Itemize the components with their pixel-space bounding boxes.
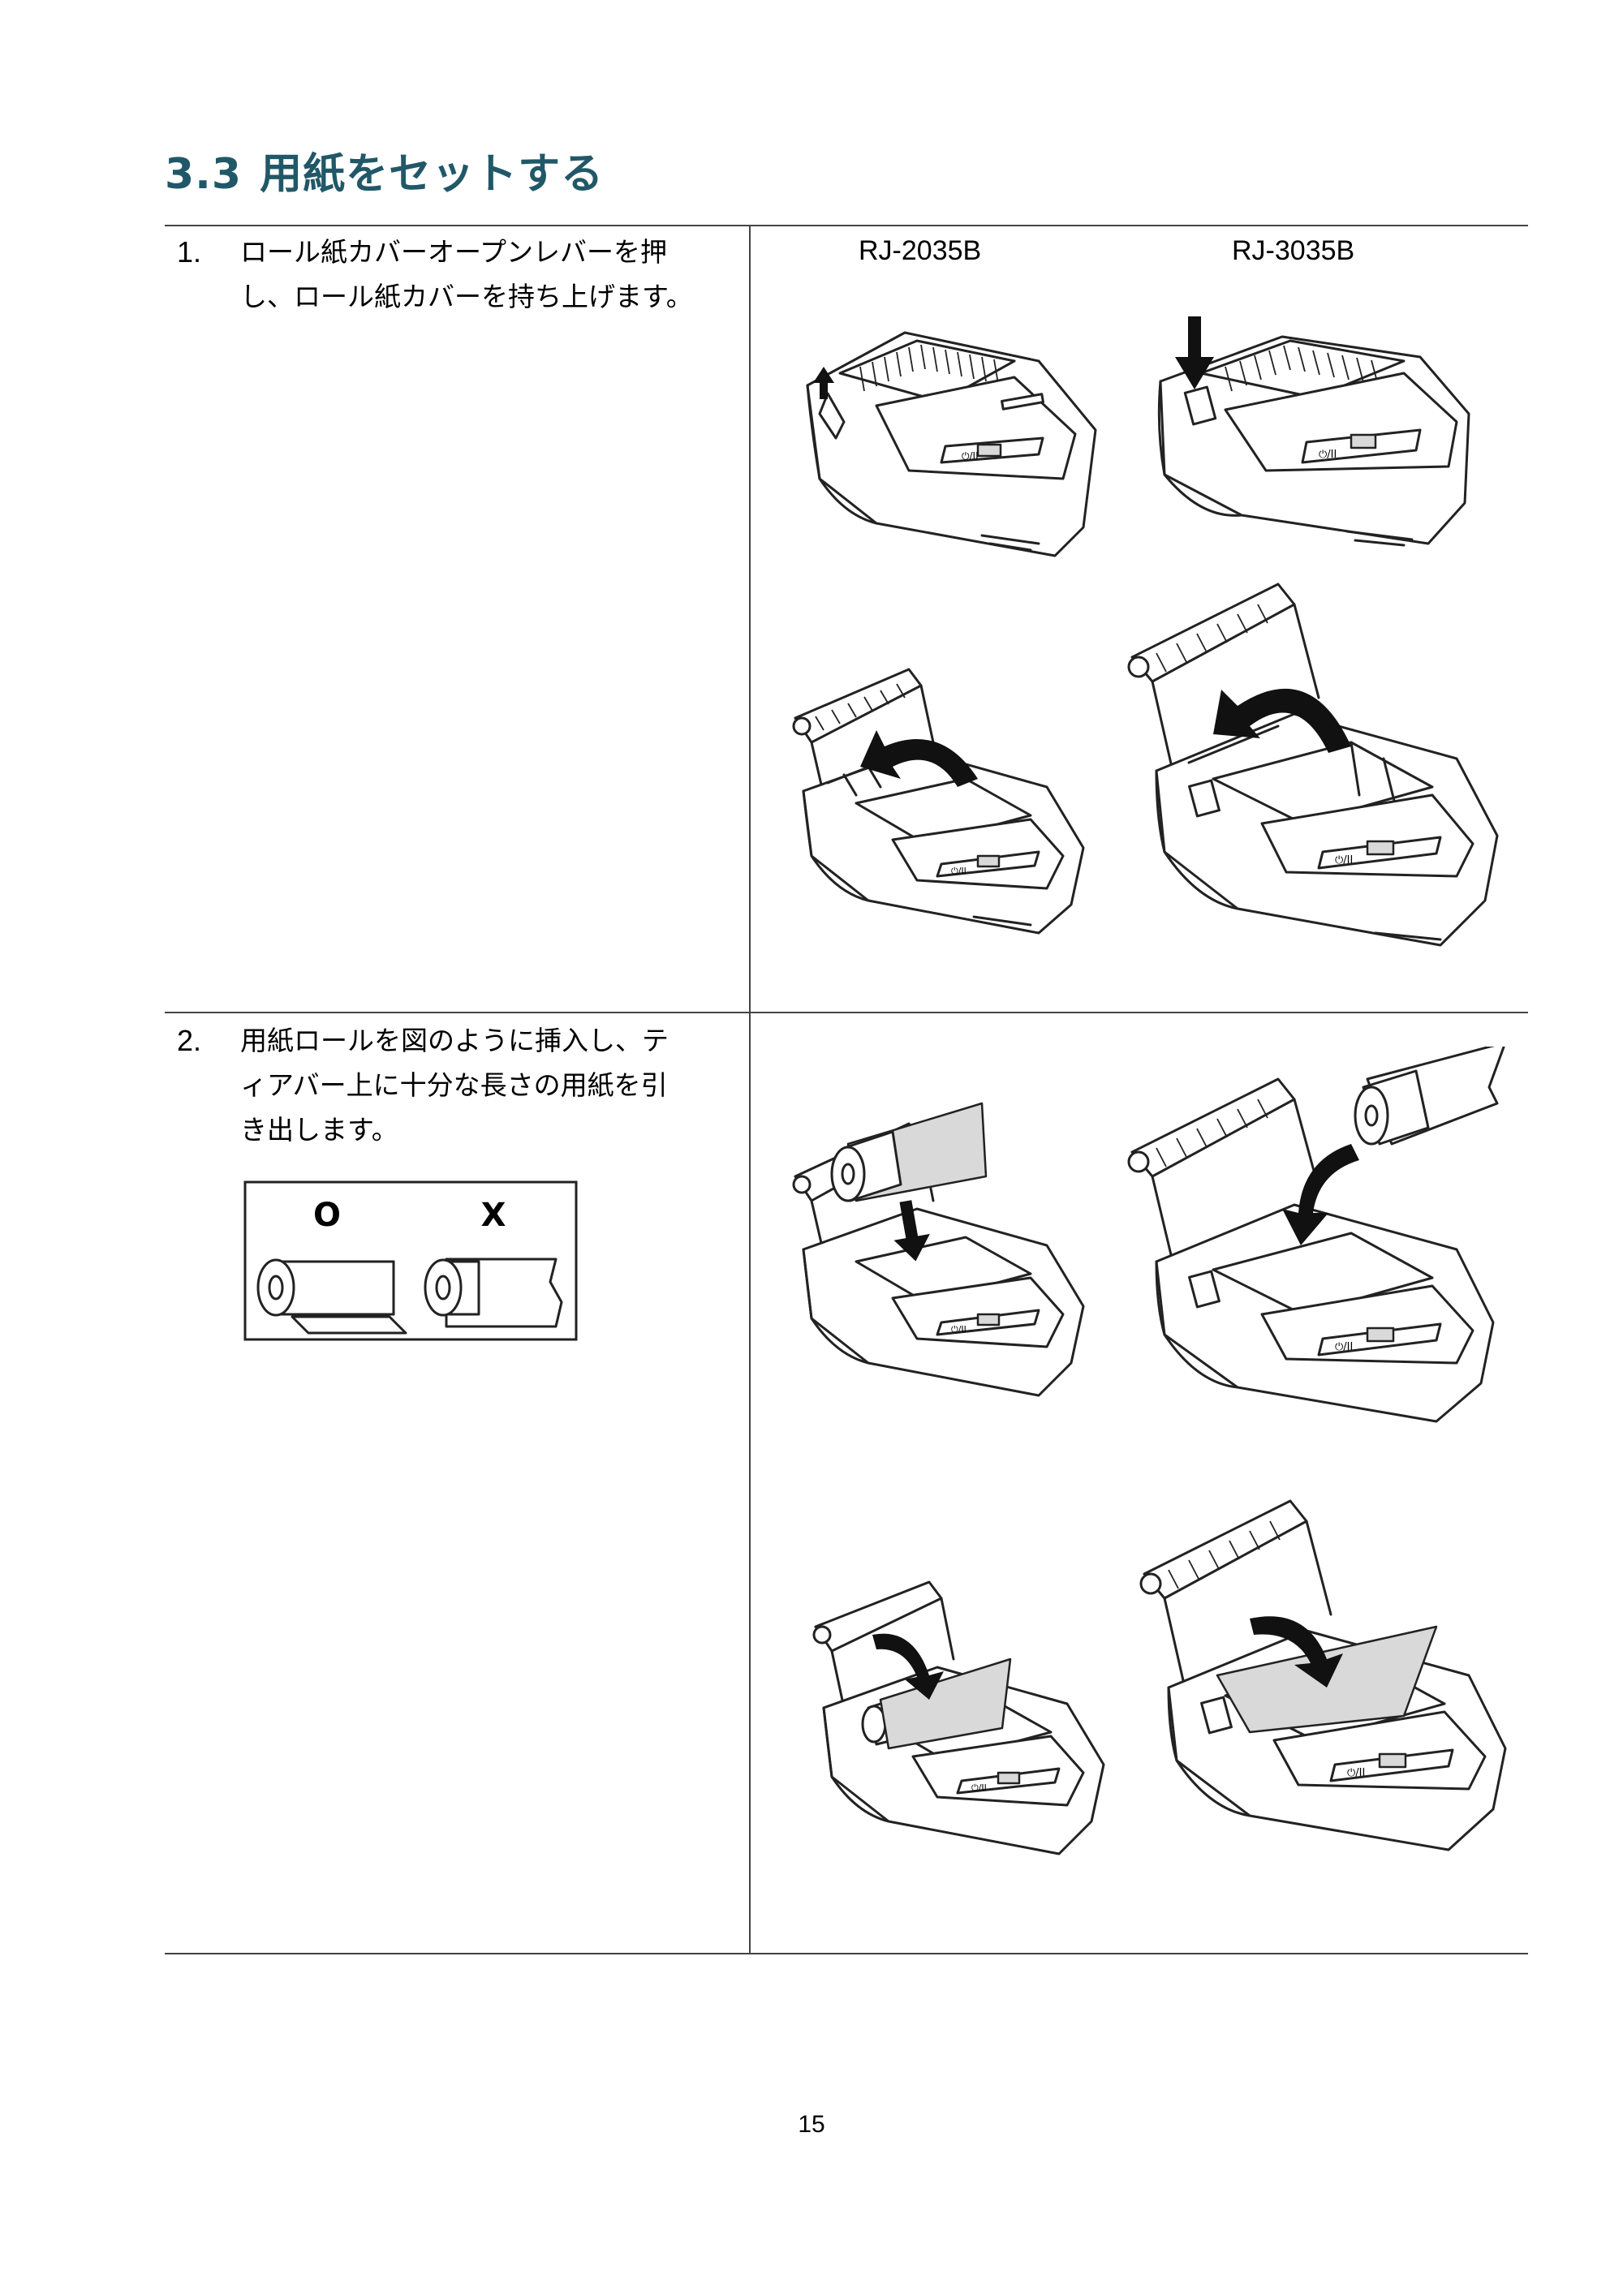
cover-lift-arrow-large bbox=[1213, 688, 1351, 753]
rj2035b-closed-power-label: ⏻/II bbox=[962, 450, 979, 462]
model-label-rj3035b: RJ-3035B bbox=[1232, 235, 1355, 266]
rj3035b-closed-illustration: ⏻/II bbox=[1157, 316, 1470, 547]
step-2-text: 用紙ロールを図のように挿入し、テ ィアバー上に十分な長さの用紙を引 き出します。 bbox=[240, 1018, 743, 1152]
step-2: 2. 用紙ロールを図のように挿入し、テ ィアバー上に十分な長さの用紙を引 き出し… bbox=[177, 1018, 745, 1156]
paper-orientation-guide: O X bbox=[243, 1180, 578, 1341]
wrong-orientation-mark: X bbox=[481, 1197, 506, 1234]
lever-press-arrow bbox=[813, 367, 834, 399]
table-top-border bbox=[165, 225, 1528, 226]
paper-pull-arrow bbox=[872, 1633, 944, 1700]
section-heading: 3.3 用紙をセットする bbox=[165, 140, 604, 200]
rj2035b-paper-pulled-illustration: ⏻/II bbox=[812, 1580, 1105, 1855]
rj2035b-roll-power-label: ⏻/II bbox=[951, 1324, 966, 1335]
step-1-number: 1. bbox=[177, 235, 202, 269]
rj3035b-paper-power-label: ⏻/II bbox=[1347, 1767, 1365, 1779]
step-2-line-3: き出します。 bbox=[240, 1114, 398, 1146]
rj3035b-paper-pulled-illustration: ⏻/II bbox=[1139, 1499, 1507, 1851]
paper-pull-arrow-large bbox=[1250, 1616, 1343, 1688]
section-number: 3.3 bbox=[165, 150, 243, 199]
step-2-line-1: 用紙ロールを図のように挿入し、テ bbox=[240, 1025, 669, 1056]
step-1: 1. ロール紙カバーオープンレバーを押 し、ロール紙カバーを持ち上げます。 bbox=[177, 230, 745, 327]
step-1-line-1: ロール紙カバーオープンレバーを押 bbox=[240, 236, 668, 268]
table-column-divider bbox=[749, 225, 751, 1954]
rj3035b-open-power-label: ⏻/II bbox=[1335, 854, 1353, 866]
rj3035b-closed-power-label: ⏻/II bbox=[1319, 449, 1337, 461]
rj2035b-roll-insert-illustration: ⏻/II bbox=[792, 1102, 1085, 1397]
rj3035b-open-illustration: ⏻/II bbox=[1127, 583, 1499, 947]
section-title: 用紙をセットする bbox=[260, 150, 605, 199]
cover-lift-arrow bbox=[860, 730, 978, 787]
wrong-roll-icon bbox=[424, 1258, 563, 1328]
table-row-divider bbox=[165, 1012, 1528, 1013]
correct-roll-icon bbox=[256, 1258, 407, 1335]
roll-insert-arrow-large bbox=[1282, 1144, 1359, 1245]
step-2-line-2: ィアバー上に十分な長さの用紙を引 bbox=[240, 1069, 668, 1101]
rj3035b-roll-power-label: ⏻/II bbox=[1335, 1341, 1353, 1353]
lever-press-arrow-large bbox=[1175, 316, 1214, 389]
rj2035b-open-power-label: ⏻/II bbox=[951, 866, 966, 876]
rj2035b-paper-power-label: ⏻/II bbox=[971, 1782, 987, 1793]
table-bottom-border bbox=[165, 1953, 1528, 1954]
page-number: 15 bbox=[798, 2111, 825, 2138]
correct-orientation-mark: O bbox=[313, 1197, 341, 1234]
rj2035b-closed-illustration: ⏻/II bbox=[806, 331, 1097, 557]
rj2035b-open-illustration: ⏻/II bbox=[792, 668, 1085, 935]
rj3035b-roll-insert-illustration: ⏻/II bbox=[1127, 1047, 1505, 1423]
step-2-number: 2. bbox=[177, 1024, 202, 1057]
step-1-text: ロール紙カバーオープンレバーを押 し、ロール紙カバーを持ち上げます。 bbox=[240, 230, 743, 319]
roll-insert-arrow bbox=[893, 1200, 930, 1262]
step-1-line-2: し、ロール紙カバーを持ち上げます。 bbox=[240, 281, 693, 312]
model-label-rj2035b: RJ-2035B bbox=[859, 235, 982, 266]
